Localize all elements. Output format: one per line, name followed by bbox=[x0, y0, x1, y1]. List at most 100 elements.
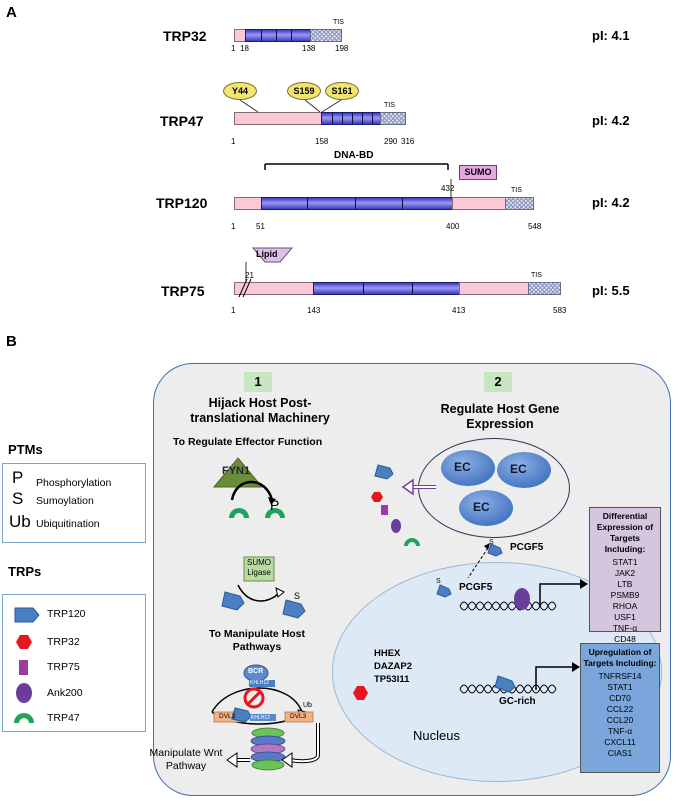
trp120-sumoylated-icon bbox=[282, 599, 306, 619]
ub-mark: Ub bbox=[303, 702, 312, 709]
secreted-trp75-icon bbox=[381, 505, 388, 515]
trp120-pos-1: 1 bbox=[231, 222, 236, 231]
section-2-title: Regulate Host Gene Expression bbox=[440, 402, 560, 431]
pcgf5-outer-sumo-mark: S bbox=[489, 539, 494, 546]
diff-target-tnf: TNF-α bbox=[612, 623, 638, 633]
trp32-pi: pI: 4.1 bbox=[592, 28, 630, 43]
trp75-tis-region bbox=[528, 282, 561, 295]
trp47-tis-label: TIS bbox=[384, 102, 395, 109]
up-target-cxcl11: CXCL11 bbox=[604, 737, 636, 747]
up-target-cias1: CIAS1 bbox=[607, 748, 633, 758]
inhibition-symbol bbox=[243, 687, 265, 709]
pcgf5-label-nuclear: PCGF5 bbox=[459, 582, 493, 593]
ank200-bound-icon bbox=[514, 588, 530, 610]
trp75-pos-583: 583 bbox=[553, 306, 567, 315]
trp75-pos-413: 413 bbox=[452, 306, 466, 315]
site-y44: Y44 bbox=[223, 82, 257, 100]
wnt-pathway-label: Manipulate Wnt Pathway bbox=[149, 747, 223, 772]
up-target-ccl22: CCL22 bbox=[606, 704, 634, 714]
diff-target-rhoa: RHOA bbox=[612, 601, 638, 611]
trps-legend-title: TRPs bbox=[8, 564, 42, 579]
sumo-ligase-label: SUMO Ligase bbox=[247, 558, 271, 577]
phosphorylation-label: Phosphorylation bbox=[36, 477, 112, 489]
trp120-nuclear-icon bbox=[436, 584, 452, 598]
trp120-pcgf5-icon bbox=[487, 543, 503, 557]
trp32-tis-label: TIS bbox=[333, 19, 344, 26]
trps-legend-box: TRP120 TRP32 TRP75 Ank200 TRP47 bbox=[2, 594, 146, 732]
dna-bd-label: DNA-BD bbox=[334, 150, 374, 161]
proteasome bbox=[250, 727, 286, 771]
gc-rich-label: GC-rich bbox=[499, 696, 536, 707]
khlh12-upper-label: KHLH12 bbox=[250, 680, 269, 686]
differential-expression-box: Differential Expression of Targets Inclu… bbox=[589, 507, 661, 644]
trp47-pos-158: 158 bbox=[315, 137, 329, 146]
trp47-site-connectors bbox=[239, 99, 342, 113]
gene-hhex: HHEX bbox=[374, 648, 401, 659]
fyn1-label: FYN1 bbox=[222, 465, 251, 477]
differential-expression-title: Differential Expression of Targets Inclu… bbox=[596, 511, 654, 554]
trp32-pos-18: 18 bbox=[240, 44, 249, 53]
section-1-subtitle-pathways: To Manipulate Host Pathways bbox=[208, 628, 306, 653]
diff-target-ltb: LTB bbox=[617, 579, 633, 589]
up-target-tnf: TNF-α bbox=[607, 726, 633, 736]
trp120-legend-icon bbox=[14, 607, 40, 623]
trp47-pos-316: 316 bbox=[401, 137, 415, 146]
trp47-pos-1: 1 bbox=[231, 137, 236, 146]
up-target-tnfrsf14: TNFRSF14 bbox=[598, 671, 642, 681]
trp32-pos-138: 138 bbox=[302, 44, 316, 53]
diff-target-cd48: CD48 bbox=[614, 634, 636, 644]
trp75-pos-143: 143 bbox=[307, 306, 321, 315]
transcription-arrow-upper bbox=[539, 583, 582, 607]
ec-vesicle-2 bbox=[497, 452, 551, 488]
ec-label-3: EC bbox=[473, 500, 490, 514]
trp75-legend-icon bbox=[19, 660, 28, 675]
secreted-ank200-icon bbox=[391, 519, 401, 533]
trp120-tis-region bbox=[505, 197, 534, 210]
secreted-trp47-icon bbox=[404, 538, 420, 546]
trp75-pos-21: 21 bbox=[245, 271, 254, 280]
protein-name-trp120: TRP120 bbox=[156, 195, 208, 211]
trp120-tis-label: TIS bbox=[511, 187, 522, 194]
ubiquitination-cycle bbox=[211, 687, 303, 713]
khlh12-upper bbox=[249, 680, 275, 687]
trp47-pi: pI: 4.2 bbox=[592, 113, 630, 128]
trp47-before-icon bbox=[229, 508, 249, 518]
site-s159: S159 bbox=[287, 82, 321, 100]
trp120-wnt-icon bbox=[231, 707, 252, 723]
phosphorylation-symbol: P bbox=[12, 468, 24, 487]
ank200-legend-label: Ank200 bbox=[47, 687, 83, 699]
site-s161: S161 bbox=[325, 82, 359, 100]
trp32-nuclear-icon bbox=[353, 686, 368, 700]
trp32-repeat-region bbox=[245, 29, 311, 42]
dvl3-right-label: DVL3 bbox=[290, 713, 307, 720]
dvl3-right bbox=[284, 711, 314, 723]
section-1-subtitle-effector: To Regulate Effector Function bbox=[173, 436, 323, 448]
trp120-pos-548: 548 bbox=[528, 222, 542, 231]
transcription-arrow-lower bbox=[535, 666, 574, 690]
sumo-mark: S bbox=[294, 591, 301, 601]
dna-helix-upper bbox=[459, 601, 557, 611]
khlh12-lower-label: KHLH12 bbox=[251, 715, 270, 721]
diff-target-psmb9: PSMB9 bbox=[610, 590, 640, 600]
pcgf5-dashed-arrow bbox=[467, 547, 489, 579]
nucleus-label: Nucleus bbox=[413, 728, 460, 743]
ec-label-1: EC bbox=[454, 460, 471, 474]
secreted-trp32-icon bbox=[371, 492, 383, 502]
trp32-tis-region bbox=[310, 29, 342, 42]
trp75-legend-label: TRP75 bbox=[47, 661, 80, 673]
trp120-pos-432: 432 bbox=[441, 184, 455, 193]
trp47-after-icon bbox=[265, 508, 285, 518]
trp120-unmodified-icon bbox=[221, 591, 245, 611]
trp47-pos-290: 290 bbox=[384, 137, 398, 146]
ec-vesicle-3 bbox=[459, 490, 513, 526]
dvl3-left-label: DVL3 bbox=[219, 713, 236, 720]
diff-target-usf1: USF1 bbox=[614, 612, 636, 622]
ptms-legend-title: PTMs bbox=[8, 442, 43, 457]
secreted-trp120-icon bbox=[374, 464, 394, 480]
trp-legend-icons bbox=[14, 607, 40, 723]
sumo-site-box: SUMO bbox=[459, 165, 497, 180]
trp120-pos-51: 51 bbox=[256, 222, 265, 231]
ank200-legend-icon bbox=[16, 683, 32, 703]
